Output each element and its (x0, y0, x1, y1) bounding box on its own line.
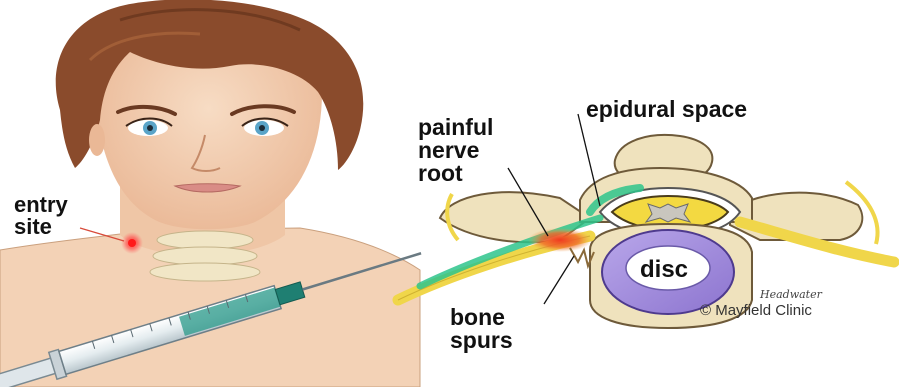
entry-site-label: entry site (14, 194, 68, 238)
bone-spurs-line1: bone (450, 306, 513, 329)
inflamed-nerve-area (528, 228, 592, 252)
bone-spurs-leader (544, 256, 574, 304)
painful-nerve-root-line3: root (418, 162, 493, 185)
disc-label: disc (640, 256, 688, 284)
neck-vertebrae (150, 231, 260, 281)
entry-site-label-line2: site (14, 216, 68, 238)
bone-spurs-label: bone spurs (450, 306, 513, 352)
bone-spurs-line2: spurs (450, 329, 513, 352)
grey-matter (646, 204, 690, 222)
painful-nerve-root-line1: painful (418, 116, 493, 139)
artist-signature: Headwater (760, 288, 822, 301)
painful-nerve-root-label: painful nerve root (418, 116, 493, 185)
painful-nerve-root-line2: nerve (418, 139, 493, 162)
epidural-space-label: epidural space (586, 98, 747, 121)
entry-site-label-line1: entry (14, 194, 68, 216)
copyright-credit: © Mayfield Clinic (700, 302, 812, 319)
